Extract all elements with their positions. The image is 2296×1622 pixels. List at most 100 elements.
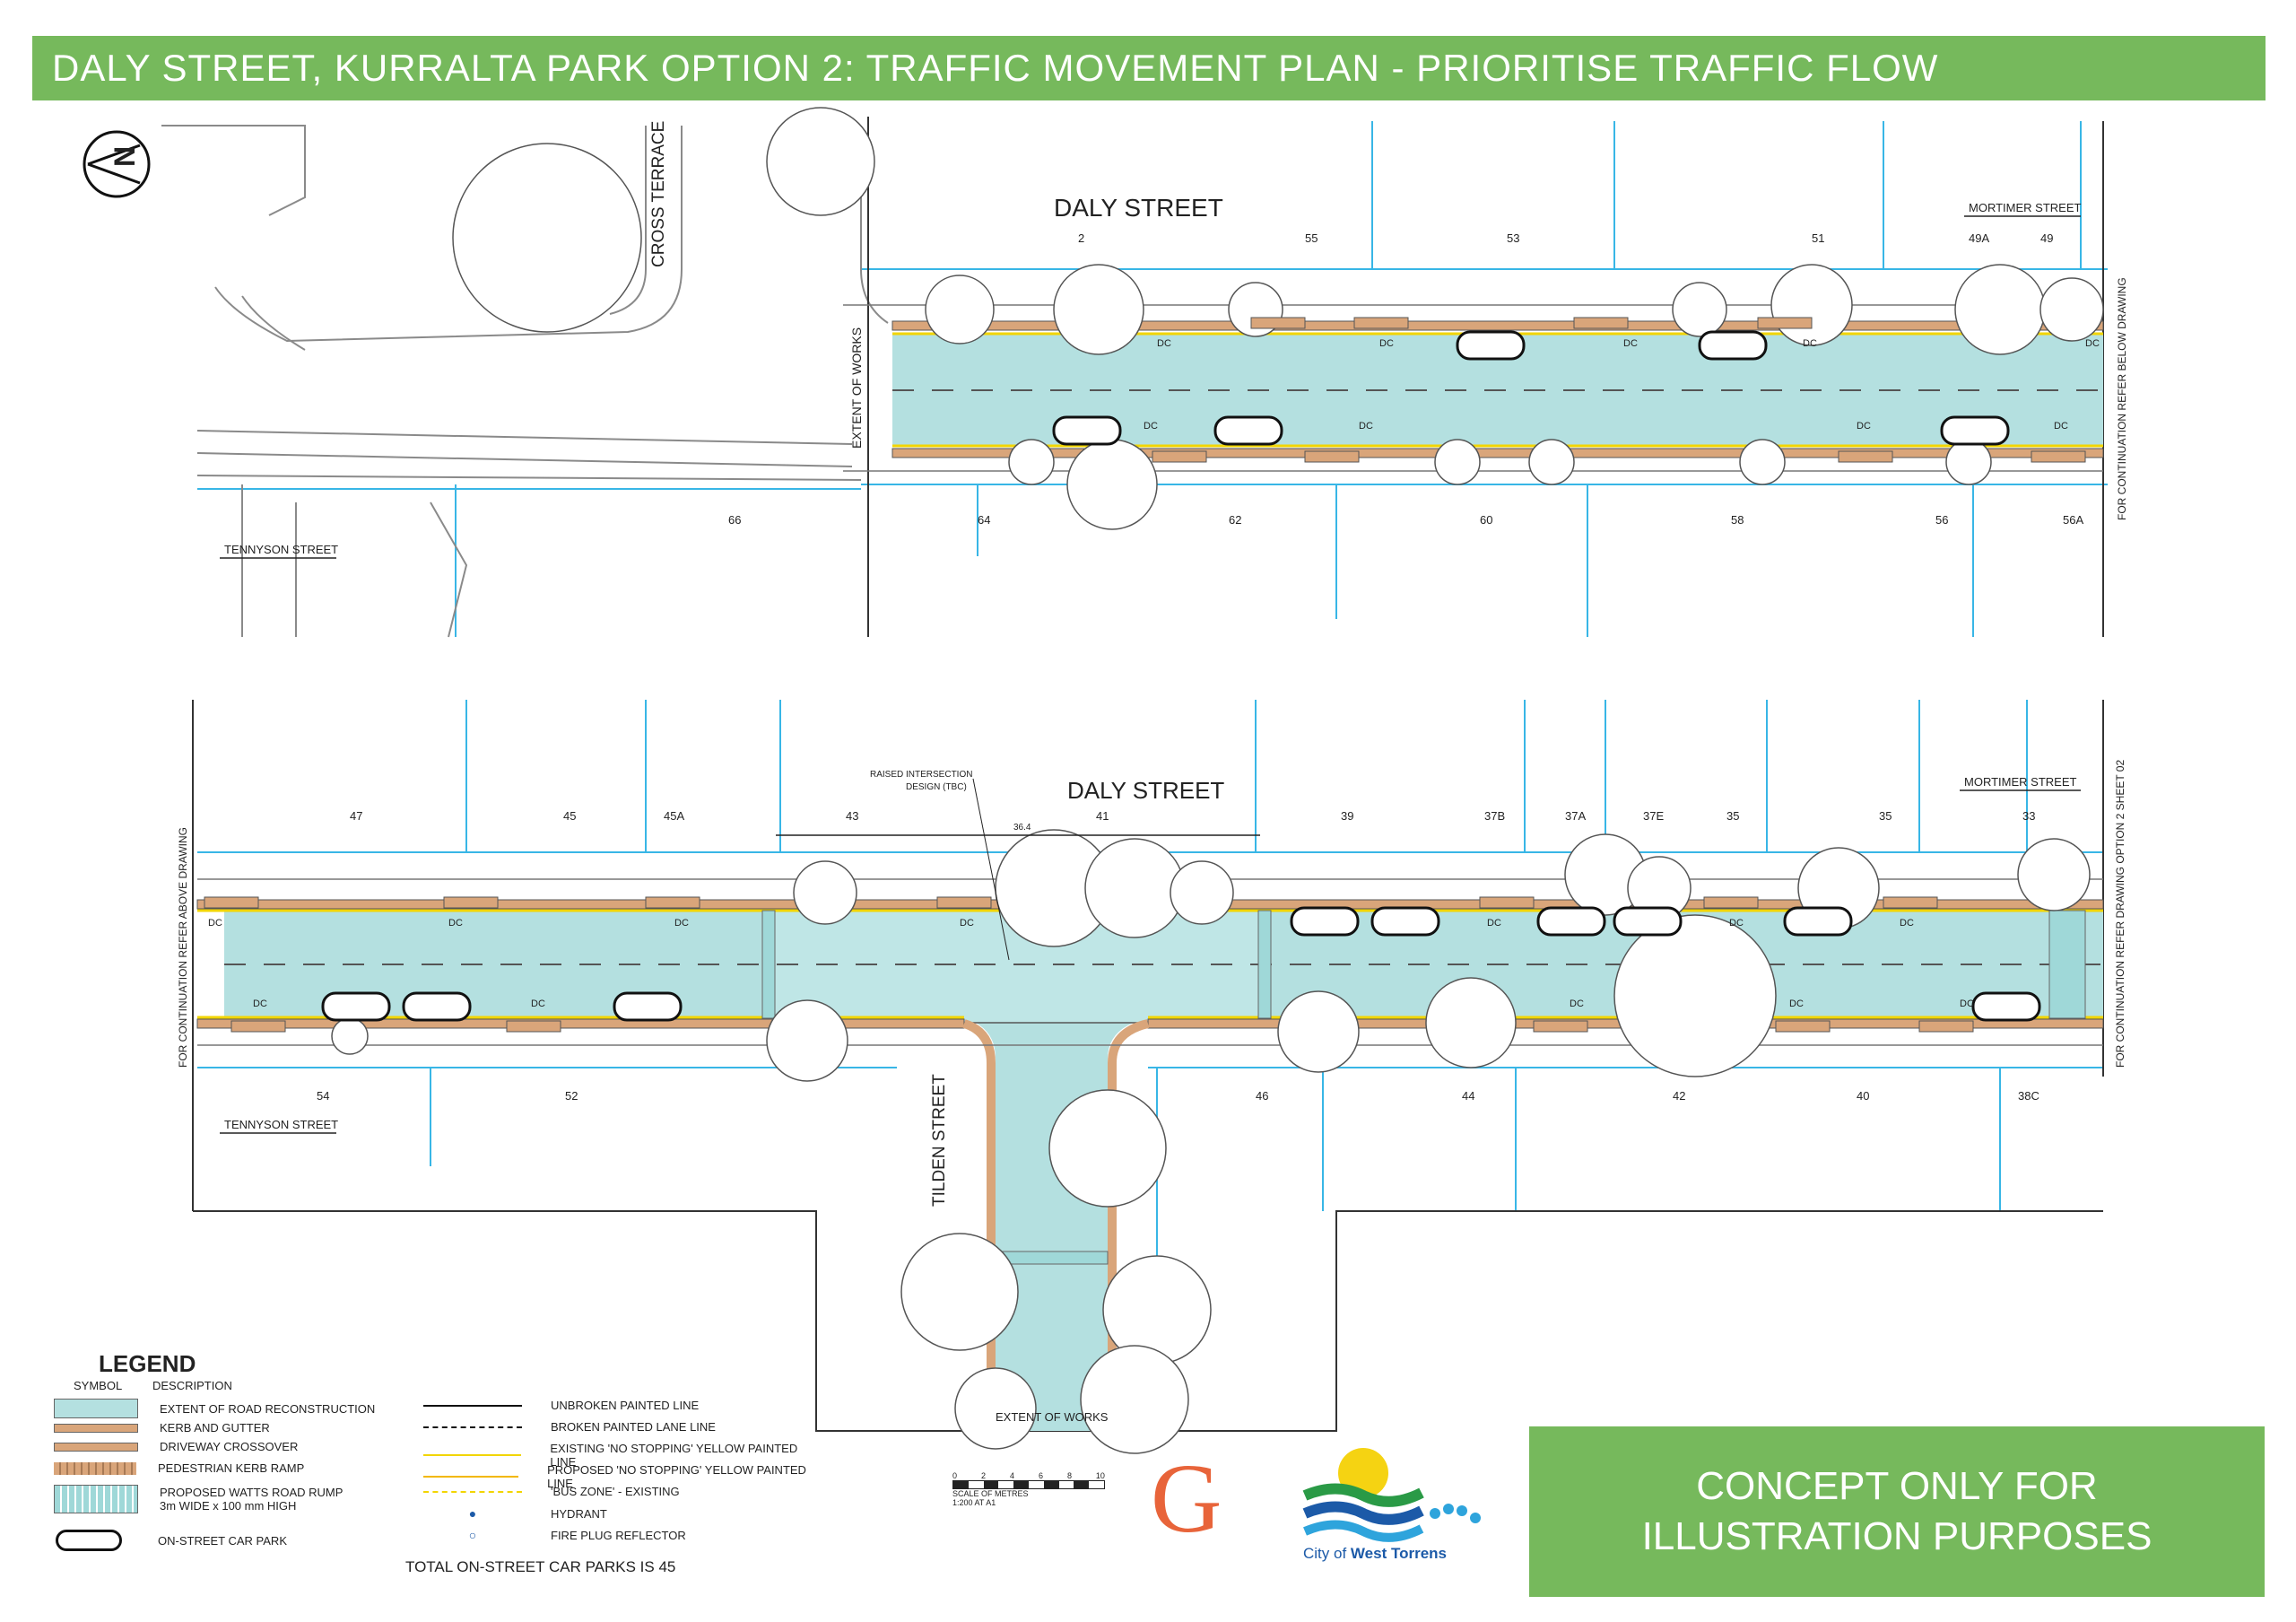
kerb-ramp-swatch — [54, 1461, 136, 1475]
svg-text:37E: 37E — [1643, 809, 1664, 823]
raised-intersection-note-1: RAISED INTERSECTION — [870, 770, 972, 780]
svg-text:2: 2 — [1078, 231, 1084, 245]
top-driveway-labels: DC DC DC DC DC DC DC DC DC — [1144, 338, 2100, 432]
svg-text:55: 55 — [1305, 231, 1318, 245]
legend-row-existing-yellow: EXISTING 'NO STOPPING' YELLOW PAINTED LI… — [423, 1442, 825, 1469]
svg-text:DC: DC — [960, 918, 974, 929]
svg-text:DC: DC — [1857, 421, 1871, 432]
svg-text:52: 52 — [565, 1089, 578, 1103]
svg-text:56: 56 — [1935, 513, 1948, 527]
continue-sheet-note: FOR CONTINUATION REFER DRAWING OPTION 2 … — [2114, 760, 2126, 1068]
bottom-panel: 36.4 RAISED INTERSECTION DESIGN (TBC) DA… — [177, 700, 2126, 1454]
title-banner: DALY STREET, KURRALTA PARK OPTION 2: TRA… — [32, 36, 2266, 100]
tilden-east-kerb — [1108, 1019, 1150, 1431]
legend-row-watts: PROPOSED WATTS ROAD RUMP 3m WIDE x 100 m… — [54, 1485, 343, 1513]
svg-text:DC: DC — [448, 918, 463, 929]
fire-plug-icon: ○ — [468, 1528, 477, 1542]
svg-text:N: N — [109, 146, 141, 167]
svg-text:DC: DC — [531, 998, 545, 1009]
bottom-mortimer-label: MORTIMER STREET — [1964, 775, 2076, 789]
svg-text:DC: DC — [253, 998, 267, 1009]
legend-row-car: ON-STREET CAR PARK — [54, 1530, 287, 1551]
svg-text:DC: DC — [1570, 998, 1584, 1009]
svg-text:60: 60 — [1480, 513, 1492, 527]
svg-text:37A: 37A — [1565, 809, 1586, 823]
top-north-kerb — [891, 320, 2104, 331]
svg-text:DC: DC — [1803, 338, 1817, 349]
top-property-lines — [197, 121, 2108, 637]
svg-text:35: 35 — [1879, 809, 1892, 823]
svg-text:33: 33 — [2022, 809, 2035, 823]
bottom-driveway-labels: DC DC DC DC DC DC DC DC DC DC DC DC — [208, 918, 1974, 1009]
concept-notice: CONCEPT ONLY FOR ILLUSTRATION PURPOSES — [1529, 1426, 2265, 1597]
svg-text:56A: 56A — [2063, 513, 2083, 527]
legend-row-road: EXTENT OF ROAD RECONSTRUCTION — [54, 1399, 375, 1418]
watts-ramp-swatch — [54, 1485, 138, 1513]
svg-text:37B: 37B — [1484, 809, 1505, 823]
legend-symbol-header: SYMBOL — [74, 1379, 123, 1392]
bottom-driveways — [204, 896, 1974, 1033]
svg-text:DC: DC — [1789, 998, 1804, 1009]
legend: LEGEND SYMBOL DESCRIPTION EXTENT OF ROAD… — [54, 1350, 825, 1592]
svg-text:DC: DC — [674, 918, 689, 929]
svg-text:53: 53 — [1507, 231, 1519, 245]
g-logo: G — [1151, 1443, 1222, 1553]
svg-text:DC: DC — [1359, 421, 1373, 432]
road-swatch — [54, 1399, 138, 1418]
driveway-swatch — [54, 1442, 138, 1452]
dimension-36-4: 36.4 — [1013, 823, 1031, 833]
legend-row-kerb: KERB AND GUTTER — [54, 1421, 270, 1435]
watts-road-humps — [761, 910, 2086, 1265]
tilden-west-kerb — [962, 1019, 996, 1431]
svg-text:49: 49 — [2040, 231, 2053, 245]
legend-row-bus-zone: 'BUS ZONE' - EXISTING — [423, 1485, 680, 1498]
car-park-icon — [56, 1530, 122, 1551]
svg-text:47: 47 — [350, 809, 362, 823]
continue-below-note: FOR CONTINUATION REFER BELOW DRAWING — [2116, 277, 2128, 520]
top-south-kerb — [891, 448, 2104, 458]
legend-row-broken: BROKEN PAINTED LANE LINE — [423, 1420, 716, 1434]
top-existing-kerbs — [161, 117, 2104, 638]
bottom-tennyson-label: TENNYSON STREET — [224, 1118, 338, 1131]
svg-text:39: 39 — [1341, 809, 1353, 823]
legend-description-header: DESCRIPTION — [152, 1379, 232, 1392]
cross-terrace-label: CROSS TERRACE — [649, 121, 668, 267]
svg-text:58: 58 — [1731, 513, 1744, 527]
svg-text:45: 45 — [563, 809, 576, 823]
north-arrow-icon: N — [83, 130, 151, 198]
svg-text:66: 66 — [728, 513, 741, 527]
svg-text:DC: DC — [1487, 918, 1501, 929]
legend-row-fire-plug: ○ FIRE PLUG REFLECTOR — [423, 1528, 686, 1542]
top-tennyson-label: TENNYSON STREET — [224, 543, 338, 556]
svg-text:64: 64 — [978, 513, 990, 527]
west-torrens-name: City of West Torrens — [1303, 1545, 1447, 1562]
svg-text:62: 62 — [1229, 513, 1241, 527]
svg-text:41: 41 — [1096, 809, 1109, 823]
svg-text:43: 43 — [846, 809, 858, 823]
top-panel: N DALY STREET MORTIMER STREET CROSS TERR… — [83, 107, 2128, 638]
bottom-south-kerb-west — [196, 1018, 965, 1029]
top-south-house-numbers: 66 64 62 60 58 56 56A — [728, 513, 2083, 527]
bottom-extent-of-works: EXTENT OF WORKS — [996, 1410, 1109, 1424]
svg-text:DC: DC — [1623, 338, 1638, 349]
raised-intersection-note-2: DESIGN (TBC) — [906, 782, 967, 792]
tilden-street-label: TILDEN STREET — [930, 1074, 949, 1207]
top-car-parks — [1052, 330, 2010, 446]
bottom-north-house-numbers: 47 45 45A 43 41 39 37B 37A 37E 35 35 33 — [350, 809, 2035, 823]
svg-text:DC: DC — [1900, 918, 1914, 929]
hydrant-icon: ● — [468, 1506, 477, 1521]
top-daly-street-label: DALY STREET — [1054, 194, 1223, 222]
continue-above-note: FOR CONTINUATION REFER ABOVE DRAWING — [177, 827, 189, 1068]
legend-row-unbroken: UNBROKEN PAINTED LINE — [423, 1399, 699, 1412]
top-trees — [452, 107, 2104, 530]
legend-row-driveway: DRIVEWAY CROSSOVER — [54, 1440, 298, 1453]
svg-text:42: 42 — [1673, 1089, 1685, 1103]
top-extent-of-works: EXTENT OF WORKS — [849, 327, 864, 449]
svg-text:46: 46 — [1256, 1089, 1268, 1103]
top-mortimer-label: MORTIMER STREET — [1969, 201, 2081, 214]
svg-text:40: 40 — [1857, 1089, 1869, 1103]
bottom-south-house-numbers: 54 52 46 44 42 40 38C — [317, 1089, 2039, 1103]
svg-text:45A: 45A — [664, 809, 684, 823]
svg-text:51: 51 — [1812, 231, 1824, 245]
